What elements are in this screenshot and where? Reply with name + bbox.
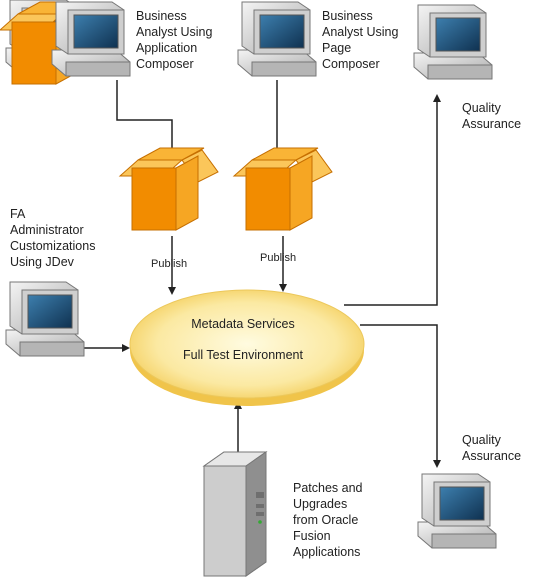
label-fa-admin: FA Administrator Customizations Using JD… — [10, 207, 96, 269]
box-icon-left — [119, 147, 219, 231]
label-patches: Patches and Upgrades from Oracle Fusion … — [293, 481, 363, 559]
label-publish-left: Publish — [151, 258, 188, 270]
computer-icon-fa-admin — [5, 281, 85, 357]
computer-icon-ba-page — [237, 1, 317, 77]
label-ba-app-composer: Business Analyst Using Application Compo… — [136, 9, 213, 71]
label-mds-title: Metadata Services — [191, 317, 295, 331]
computer-icon-ba-app — [51, 1, 131, 77]
label-publish-right: Publish — [260, 252, 297, 264]
connectors — [84, 80, 441, 468]
arrow-mds-to-qa-top — [344, 94, 441, 306]
database-ellipse — [129, 289, 365, 406]
computer-icon-qa-bottom — [417, 473, 497, 549]
connector-ba-app-to-box — [116, 80, 173, 150]
label-mds-subtitle: Full Test Environment — [183, 348, 303, 362]
label-ba-page-composer: Business Analyst Using Page Composer — [322, 9, 399, 71]
label-qa-bottom: Quality Assurance — [462, 433, 522, 463]
computer-icon-qa-top — [413, 4, 493, 80]
box-icon-right — [233, 147, 333, 231]
server-icon — [202, 451, 268, 577]
arrow-mds-to-qa-bottom — [360, 324, 441, 468]
label-qa-top: Quality Assurance — [462, 101, 522, 131]
